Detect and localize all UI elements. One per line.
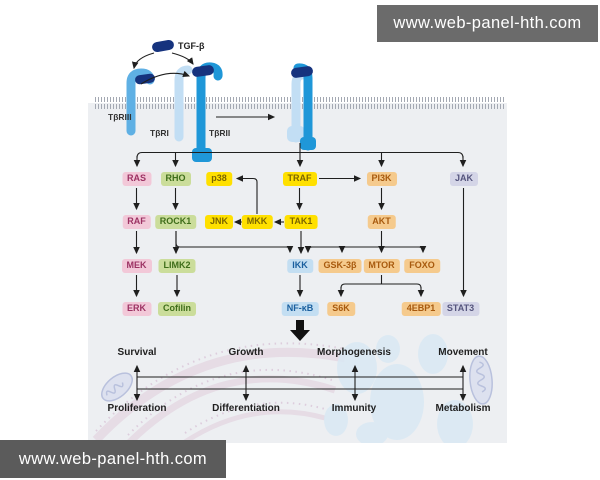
- outcome-differentiation: Differentiation: [212, 403, 280, 414]
- node-mek: MEK: [121, 259, 152, 273]
- watermark-bar-top: www.web-panel-hth.com: [377, 5, 598, 42]
- outcome-metabolism: Metabolism: [435, 403, 491, 414]
- node-tak1: TAK1: [284, 215, 318, 229]
- node-raf: RAF: [122, 215, 151, 229]
- node-traf: TRAF: [282, 172, 317, 186]
- node-pi3k: PI3K: [366, 172, 397, 186]
- node-jak: JAK: [449, 172, 479, 186]
- node-p38: p38: [206, 172, 232, 186]
- membrane-inner-leaflet: [95, 104, 505, 109]
- receptor-label-tbriii: TβRIII: [108, 112, 132, 122]
- node-ras: RAS: [121, 172, 152, 186]
- receptor-label-tbri: TβRI: [150, 128, 169, 138]
- outcome-growth: Growth: [228, 347, 264, 358]
- outcome-morphogenesis: Morphogenesis: [317, 347, 391, 358]
- node-cofilin: Cofilin: [158, 302, 196, 316]
- node-rho: RHO: [160, 172, 191, 186]
- node-rock1: ROCK1: [154, 215, 197, 229]
- node-stat3: STAT3: [441, 302, 480, 316]
- node-4ebp1: 4EBP1: [401, 302, 441, 316]
- watermark-bar-bottom: www.web-panel-hth.com: [0, 440, 226, 478]
- node-mkk: MKK: [241, 215, 273, 229]
- node-ikk: IKK: [287, 259, 313, 273]
- node-mtor: MTOR: [363, 259, 400, 273]
- node-nfkb: NF-κB: [281, 302, 319, 316]
- ligand-label: TGF-β: [178, 41, 205, 51]
- node-limk2: LIMK2: [158, 259, 196, 273]
- node-jnk: JNK: [204, 215, 234, 229]
- node-foxo: FOXO: [404, 259, 440, 273]
- node-s6k: S6K: [327, 302, 355, 316]
- membrane-outer-leaflet: [95, 97, 505, 102]
- node-gsk3b: GSK-3β: [318, 259, 362, 273]
- outcome-immunity: Immunity: [331, 403, 377, 414]
- diagram-panel: [88, 103, 507, 443]
- outcome-proliferation: Proliferation: [107, 403, 167, 414]
- node-erk: ERK: [121, 302, 152, 316]
- receptor-label-tbrii: TβRII: [209, 128, 231, 138]
- outcome-survival: Survival: [117, 347, 157, 358]
- node-akt: AKT: [367, 215, 396, 229]
- outcome-movement: Movement: [438, 347, 488, 358]
